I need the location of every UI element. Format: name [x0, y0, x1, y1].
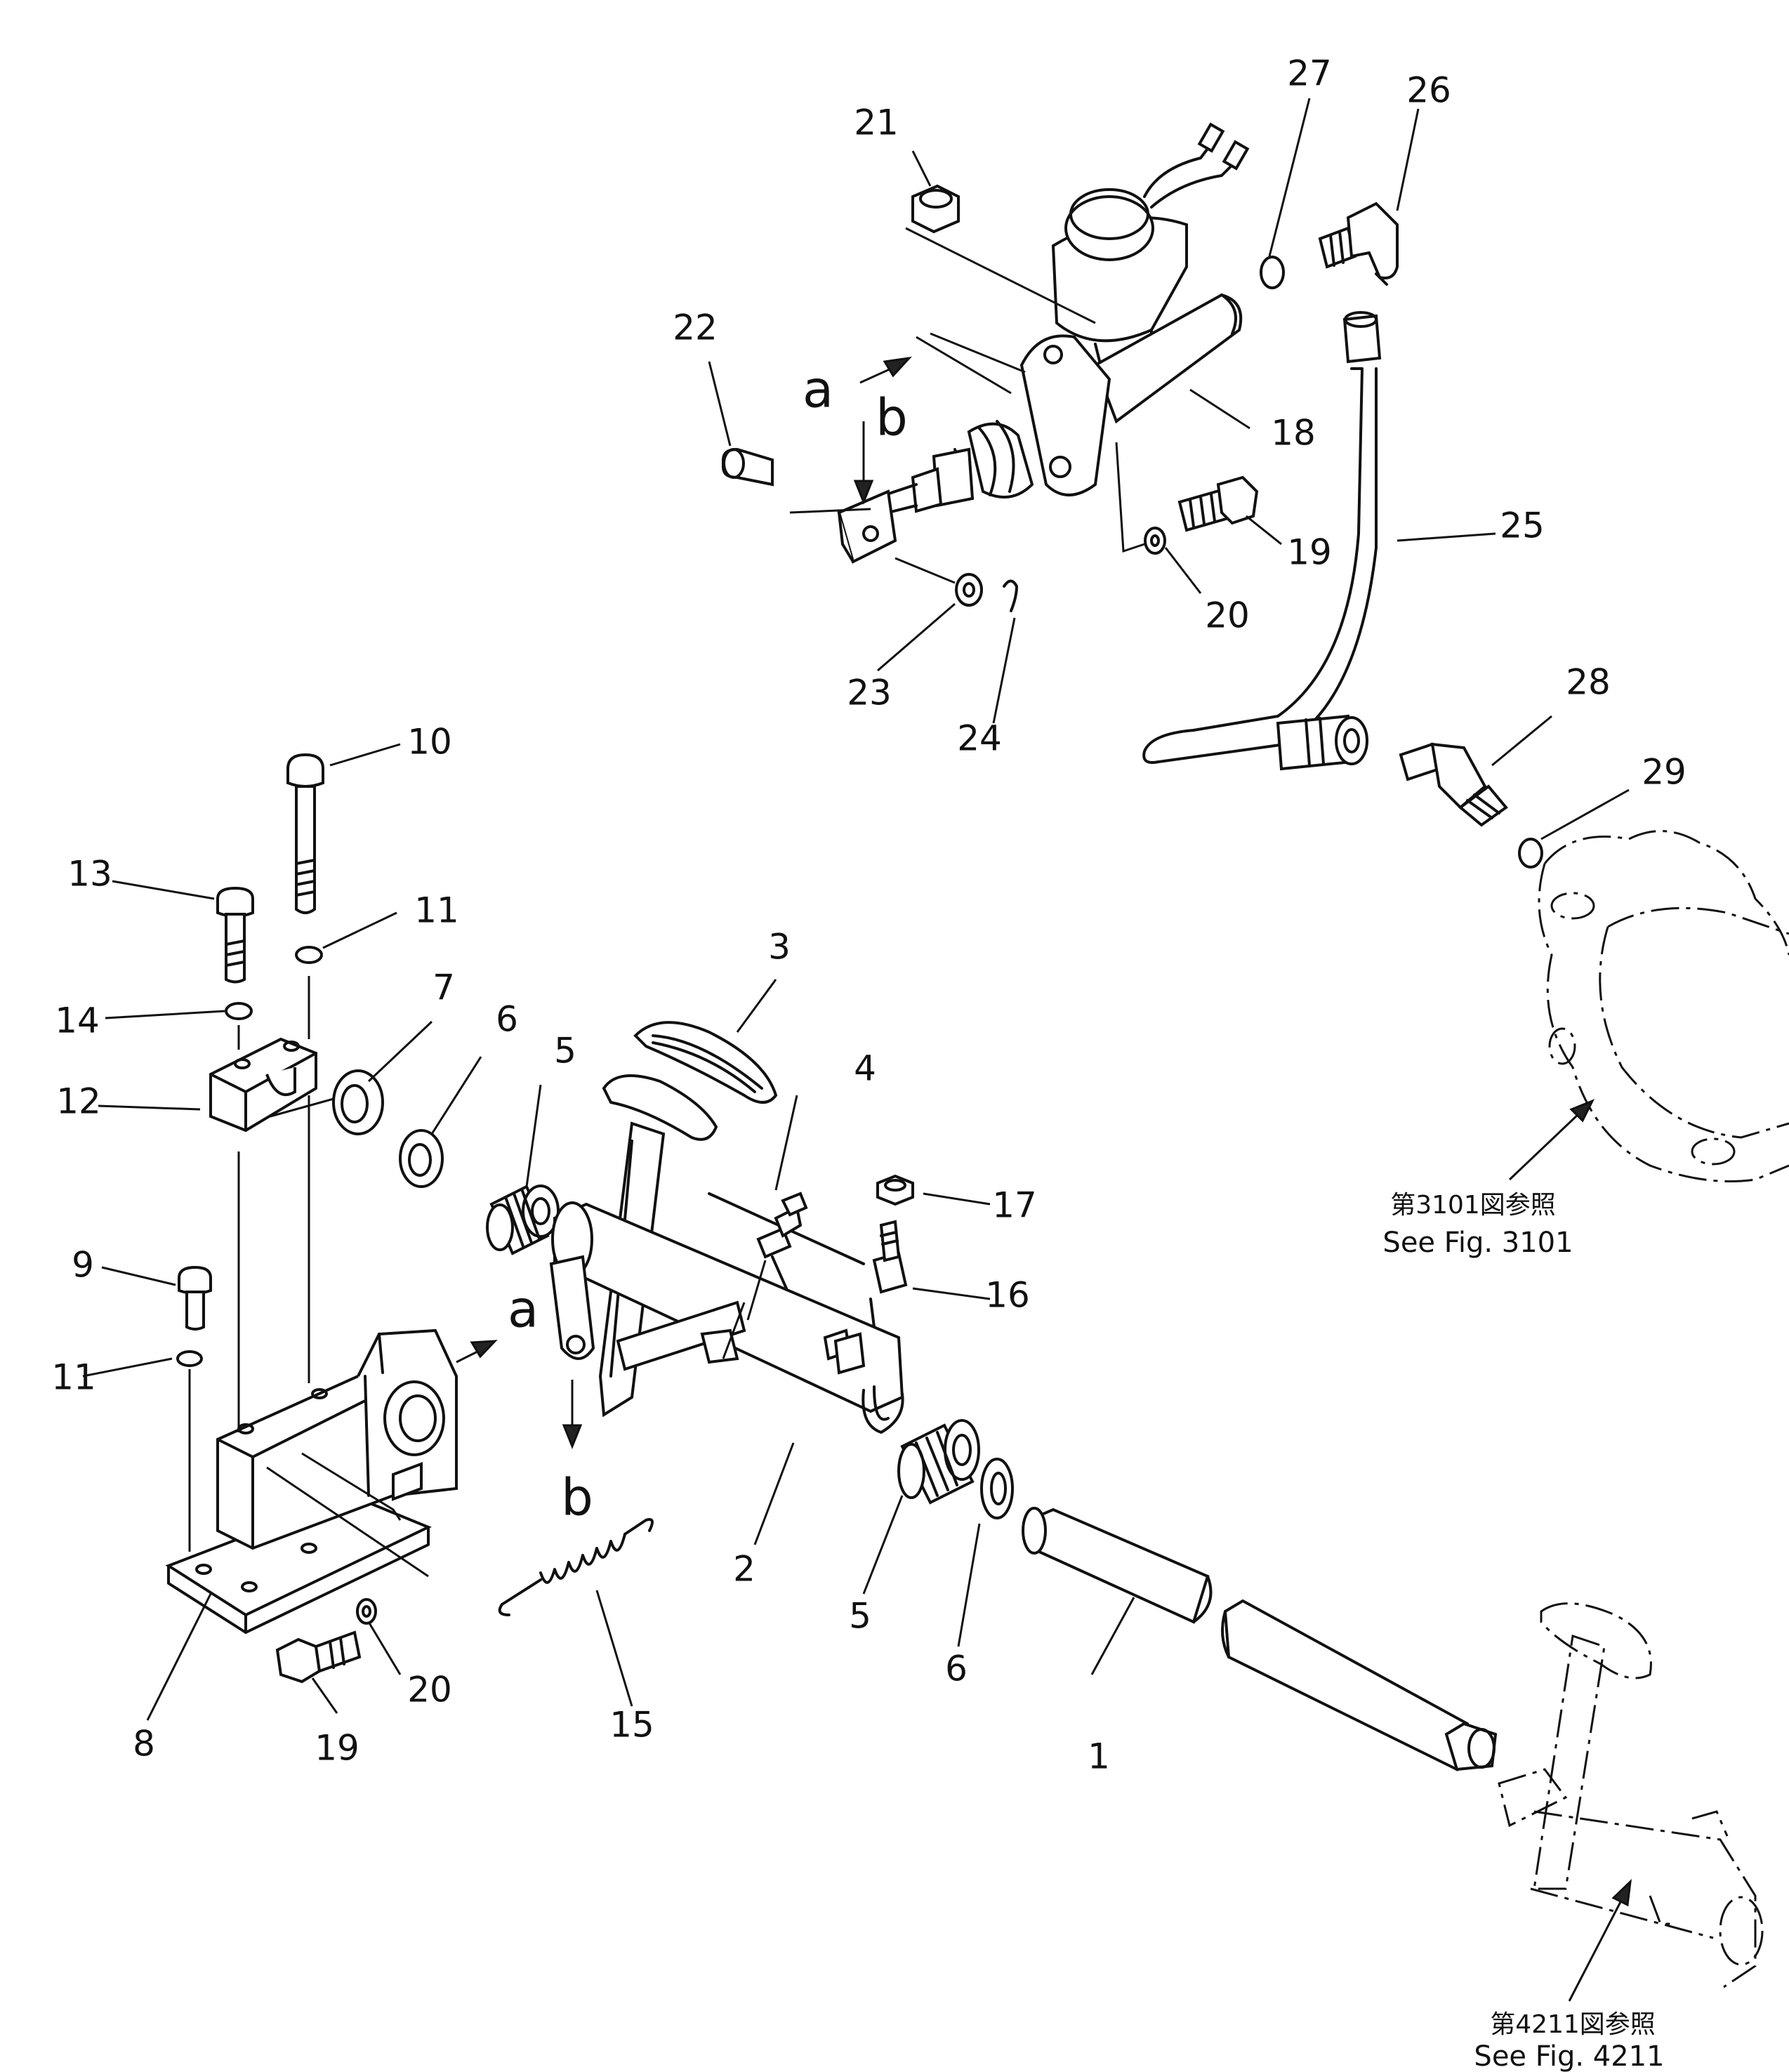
callout-14: 14	[55, 1001, 100, 1041]
arrow-a-top	[859, 336, 1012, 395]
part-6-ring-left	[399, 1129, 444, 1188]
part-21-nut	[911, 184, 960, 234]
callout-6b: 6	[945, 1649, 968, 1689]
assembly-lines	[188, 227, 1145, 1578]
right-pedal-phantom	[1498, 1602, 1764, 1988]
callout-20a: 20	[1205, 595, 1250, 636]
part-29-o-ring	[1518, 838, 1543, 869]
callout-5a: 5	[554, 1031, 576, 1071]
callout-19b: 19	[315, 1728, 359, 1769]
marker-a-top: a	[803, 360, 833, 419]
callout-21: 21	[854, 103, 899, 143]
figure-reference-3101: 第3101図参照 See Fig. 3101	[1382, 1191, 1573, 1259]
fig4211-jp-label: 第4211図参照	[1490, 2010, 1656, 2039]
callout-17: 17	[992, 1185, 1037, 1226]
part-19-bolt-top	[1177, 475, 1259, 532]
callout-2: 2	[733, 1549, 755, 1590]
part-11-washer-lower	[176, 1350, 203, 1367]
callout-28: 28	[1566, 662, 1611, 703]
fig3101-jp-label: 第3101図参照	[1390, 1191, 1556, 1220]
arrow-b-top	[853, 421, 874, 506]
part-26-elbow	[1318, 202, 1399, 286]
part-12-cap-block	[209, 1037, 317, 1133]
callout-22: 22	[673, 308, 718, 348]
part-28-elbow	[1399, 742, 1508, 827]
callout-27: 27	[1287, 53, 1332, 94]
callout-11b: 11	[51, 1357, 96, 1398]
callout-29: 29	[1642, 752, 1686, 793]
callout-9: 9	[72, 1245, 94, 1286]
arrow-fig4211	[1568, 1879, 1632, 2002]
figure-reference-4211: 第4211図参照 See Fig. 4211	[1474, 2010, 1664, 2072]
part-1-cross-shaft	[1022, 1507, 1498, 1771]
part-11-washer-top	[295, 946, 323, 964]
callout-7: 7	[433, 968, 455, 1008]
arrow-a-bottom	[456, 1340, 498, 1364]
callout-25: 25	[1500, 506, 1545, 546]
transmission-case-phantom	[1538, 830, 1789, 1182]
callout-12: 12	[56, 1081, 101, 1122]
part-7-bushing	[332, 1069, 384, 1135]
part-9-bolt	[178, 1265, 212, 1331]
part-6-ring-right	[980, 1458, 1014, 1519]
part-16-stopper-bolt	[869, 1220, 908, 1328]
callout-13: 13	[67, 854, 112, 895]
marker-b-top: b	[876, 388, 908, 447]
callout-8: 8	[133, 1724, 155, 1764]
callout-20b: 20	[407, 1670, 452, 1710]
arrow-b-bottom	[562, 1380, 583, 1450]
leader-lines	[82, 98, 1630, 1721]
callout-10: 10	[407, 722, 452, 763]
callout-23: 23	[847, 673, 892, 713]
part-17-nut	[876, 1174, 914, 1206]
part-27-o-ring	[1260, 256, 1285, 289]
part-10-bolt	[286, 753, 324, 914]
part-3-pedal-pad	[633, 1021, 778, 1104]
part-13-bolt	[216, 886, 254, 984]
fig3101-en-label: See Fig. 3101	[1382, 1227, 1573, 1259]
part-20-washer-lower	[356, 1598, 377, 1625]
direction-markers: a b a b	[508, 360, 908, 1527]
part-8-bracket	[165, 1328, 458, 1634]
callout-19a: 19	[1287, 532, 1332, 573]
master-cylinder	[837, 122, 1250, 564]
callout-11a: 11	[414, 890, 459, 931]
callout-labels: 1 2 3 4 5 5 6 6 7 8 9 10 11 11 12 13 14 …	[51, 53, 1686, 1777]
callout-15: 15	[609, 1705, 654, 1746]
callout-5b: 5	[849, 1596, 871, 1637]
part-2-pedal-shaft-tube	[549, 1074, 904, 1434]
part-22-pin	[722, 447, 774, 487]
part-25-hose	[1142, 311, 1382, 771]
callout-6a: 6	[496, 999, 518, 1040]
part-5-bearing-left	[486, 1185, 560, 1255]
part-23-washer	[955, 573, 983, 607]
callout-3: 3	[768, 927, 791, 968]
part-20-washer-top	[1144, 527, 1166, 555]
arrow-fig3101	[1508, 1099, 1595, 1181]
callout-26: 26	[1406, 70, 1451, 111]
part-15-return-spring	[498, 1518, 654, 1616]
part-4-grease-nipple	[756, 1192, 808, 1290]
callout-16: 16	[985, 1275, 1030, 1316]
fig4211-en-label: See Fig. 4211	[1474, 2040, 1664, 2072]
marker-b-bottom: b	[561, 1468, 593, 1527]
callout-18: 18	[1271, 413, 1316, 454]
part-19-bolt-lower	[275, 1630, 362, 1684]
marker-a-bottom: a	[508, 1280, 539, 1339]
callout-1: 1	[1088, 1736, 1110, 1777]
callout-4: 4	[854, 1048, 876, 1089]
part-24-cotter-pin	[1003, 579, 1018, 612]
part-14-washer	[225, 1002, 253, 1020]
part-5-bearing-right	[897, 1419, 980, 1505]
callout-24: 24	[957, 718, 1002, 759]
